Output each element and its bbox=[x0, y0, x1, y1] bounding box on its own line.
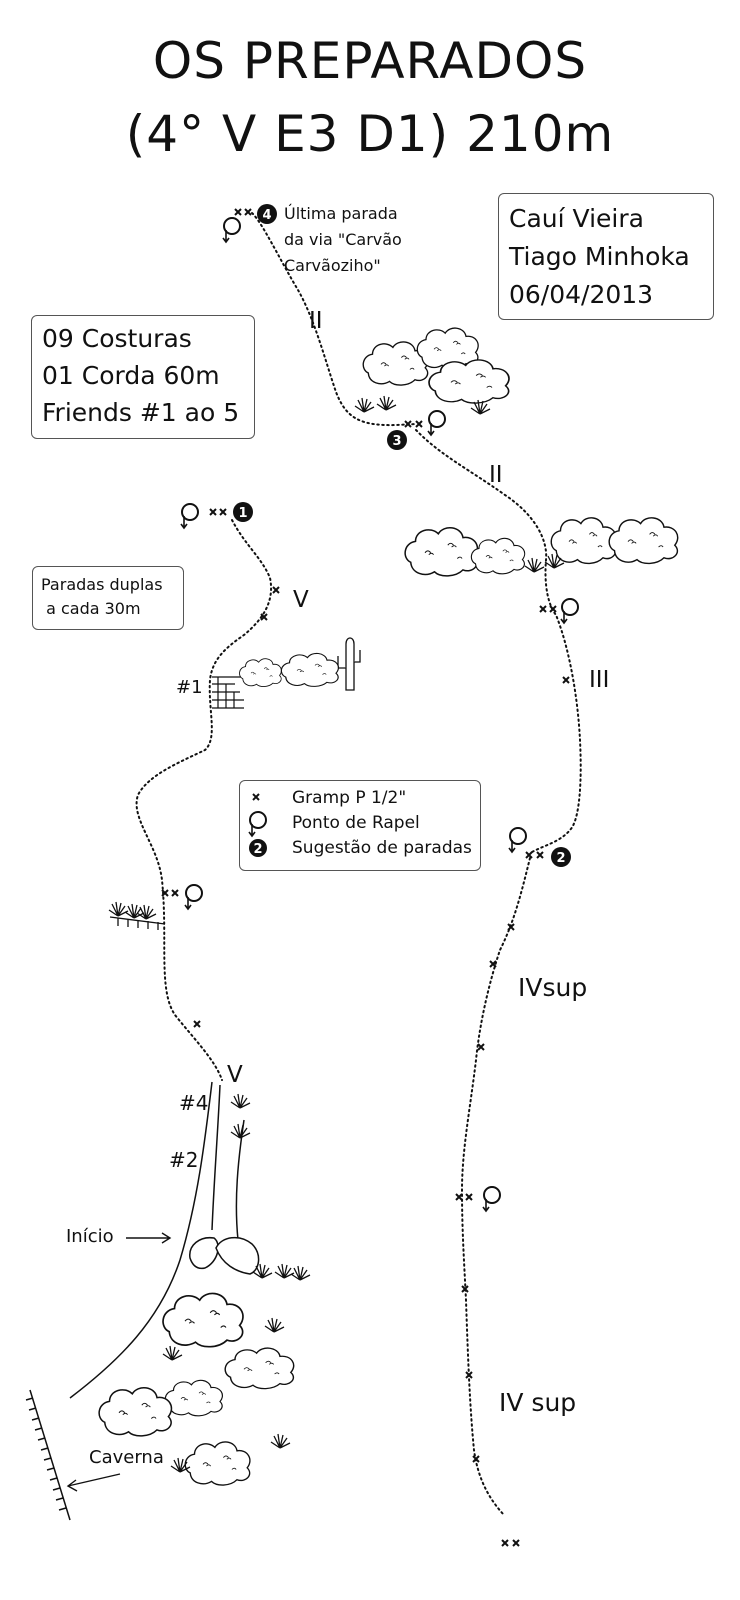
gear-quickdraws: 09 Costuras bbox=[42, 324, 192, 353]
legend-belay-icon bbox=[249, 839, 267, 857]
cave-label: Caverna bbox=[89, 1447, 164, 1468]
grade-right-ivsup-lower: IV sup bbox=[499, 1388, 577, 1417]
route-date: 06/04/2013 bbox=[509, 280, 654, 309]
legend-symbols: 2 bbox=[248, 793, 267, 857]
cave-arrow bbox=[66, 1473, 121, 1492]
topo-title: OS PREPARADOS bbox=[152, 32, 588, 90]
belay-note-line1: Paradas duplas bbox=[41, 575, 163, 594]
friend-mark-1: #1 bbox=[176, 677, 203, 698]
ledge-1 bbox=[212, 676, 244, 709]
last-belay-note-1: Última parada bbox=[284, 204, 398, 223]
belay-3-number: 3 bbox=[392, 434, 401, 449]
start-label: Início bbox=[66, 1226, 114, 1247]
grass-ledge bbox=[109, 916, 166, 930]
friend-mark-2: #2 bbox=[169, 1148, 199, 1172]
legend-belay-label: Sugestão de paradas bbox=[292, 838, 472, 858]
belay-note-box: Paradas duplas a cada 30m bbox=[32, 566, 184, 630]
belay-4-number: 4 bbox=[262, 208, 271, 223]
route-line-right bbox=[415, 429, 582, 1516]
belay-markers: 1 2 3 4 bbox=[233, 204, 571, 867]
belay-2-number: 2 bbox=[556, 851, 565, 866]
author-1: Cauí Vieira bbox=[509, 204, 644, 233]
grade-left-v-top: V bbox=[293, 587, 309, 613]
legend-belay-number: 2 bbox=[253, 842, 262, 857]
grade-left-v-bottom: V bbox=[227, 1062, 243, 1088]
gear-friends: Friends #1 ao 5 bbox=[42, 398, 240, 427]
legend-bolt-label: Gramp P 1/2" bbox=[292, 788, 407, 808]
arrows bbox=[66, 1232, 172, 1492]
authors-box: Cauí Vieira Tiago Minhoka 06/04/2013 bbox=[498, 193, 714, 320]
topo-subtitle: (4° V E3 D1) 210m bbox=[125, 105, 615, 163]
grade-right-iii: III bbox=[589, 667, 610, 693]
gear-box: 09 Costuras 01 Corda 60m Friends #1 ao 5 bbox=[31, 315, 255, 439]
bolts-left bbox=[161, 508, 280, 1028]
author-2: Tiago Minhoka bbox=[509, 242, 690, 271]
friend-mark-4: #4 bbox=[179, 1091, 209, 1115]
legend-box bbox=[239, 780, 481, 871]
route-line-top bbox=[251, 212, 417, 427]
route-line-left bbox=[135, 519, 273, 1081]
start-arrow bbox=[126, 1232, 172, 1244]
grade-right-ivsup-upper: IVsup bbox=[518, 973, 588, 1002]
grade-top-ii: II bbox=[309, 308, 323, 334]
gear-rope: 01 Corda 60m bbox=[42, 361, 220, 390]
boulders bbox=[189, 1236, 260, 1275]
cactus bbox=[337, 637, 361, 691]
crack-lines bbox=[69, 1081, 245, 1399]
cave-wall bbox=[25, 1389, 71, 1521]
last-belay-note-2: da via "Carvão bbox=[284, 230, 402, 249]
belay-note-line2: a cada 30m bbox=[41, 599, 141, 618]
grade-right-ii: II bbox=[489, 462, 503, 488]
belay-1-number: 1 bbox=[238, 506, 247, 521]
legend-rappel-label: Ponto de Rapel bbox=[292, 813, 420, 833]
last-belay-note-3: Carvãoziho" bbox=[284, 256, 381, 275]
